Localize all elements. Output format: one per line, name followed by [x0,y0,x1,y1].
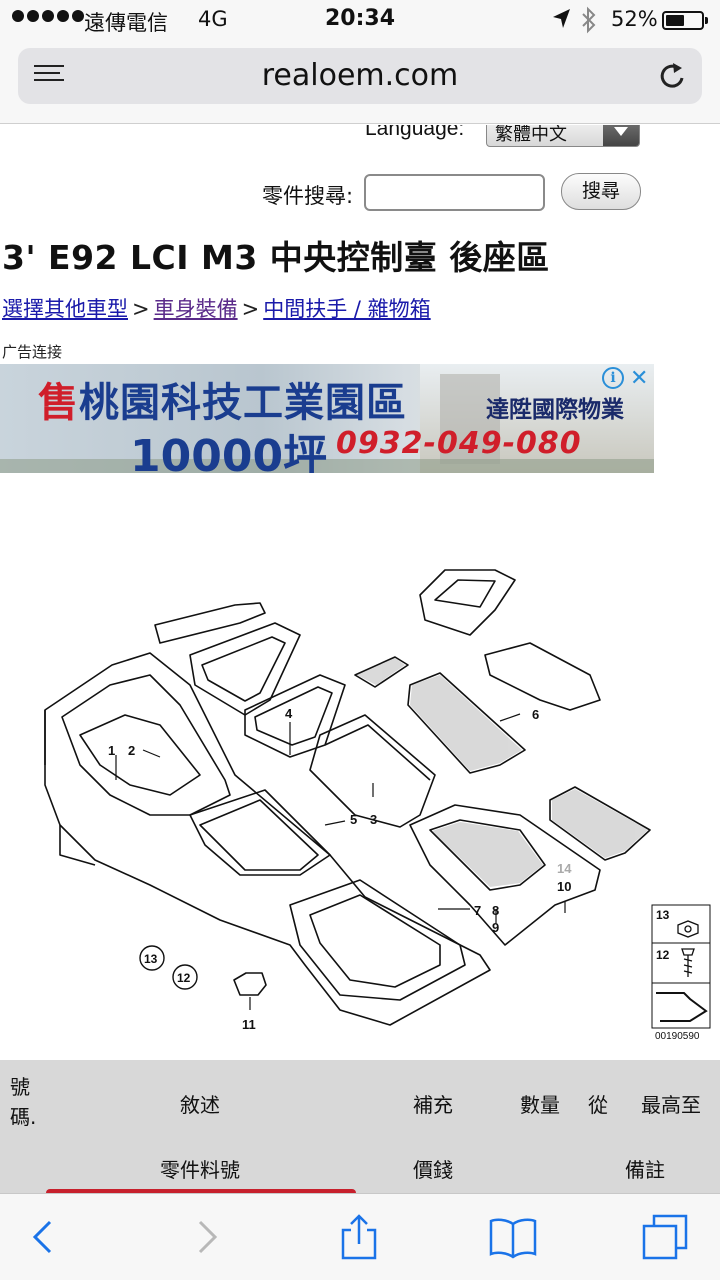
search-button[interactable]: 搜尋 [561,173,641,210]
parts-table-header: 號 碼. 敘述 補充 數量 從 最高至 零件料號 價錢 備註 [0,1060,720,1193]
bookmarks-icon[interactable] [488,1212,538,1262]
bluetooth-icon [582,6,596,34]
location-arrow-icon [553,9,570,28]
address-bar[interactable]: realoem.com [18,48,702,104]
part-label-13[interactable]: 13 [144,952,158,966]
ad-company: 達陞國際物業 [486,397,624,423]
browser-toolbar [0,1193,720,1280]
share-icon[interactable] [334,1212,384,1262]
header-description: 敘述 [180,1093,220,1117]
tabs-icon[interactable] [640,1212,690,1262]
ad-banner[interactable]: 售桃園科技工業園區 10000坪 達陞國際物業 0932-049-080 i ✕ [0,364,654,473]
reader-menu-icon[interactable] [34,65,64,87]
part-label-9[interactable]: 9 [492,920,499,935]
part-label-4[interactable]: 4 [285,706,293,721]
breadcrumb-armrest-storage[interactable]: 中間扶手 / 雜物箱 [263,297,431,321]
language-selected-value: 繁體中文 [495,125,567,145]
part-label-1[interactable]: 1 [108,743,115,758]
part-search-input[interactable] [364,174,545,211]
part-label-10[interactable]: 10 [557,879,571,894]
reload-icon[interactable] [658,60,688,92]
part-label-2[interactable]: 2 [128,743,135,758]
parts-diagram[interactable]: 1 2 3 4 5 6 7 8 9 10 11 14 13 12 13 [0,525,720,1055]
legend-number-13: 13 [656,908,670,922]
forward-icon[interactable] [180,1212,230,1262]
diagram-code: 00190590 [655,1031,700,1042]
part-search-label: 零件搜尋: [262,184,354,208]
ad-info-icon[interactable]: i [602,367,624,389]
breadcrumb: 選擇其他車型>車身裝備>中間扶手 / 雜物箱 [2,293,431,323]
part-label-7[interactable]: 7 [474,903,481,918]
web-page: Language: 繁體中文 零件搜尋: 搜尋 3' E92 LCI M3 中央… [0,125,720,1193]
breadcrumb-separator: > [132,297,150,321]
part-label-11[interactable]: 11 [242,1017,256,1032]
breadcrumb-body-equipment[interactable]: 車身裝備 [153,297,238,321]
header-from: 從 [588,1093,608,1117]
header-supplement: 補充 [413,1093,453,1117]
url-domain[interactable]: realoem.com [261,58,459,93]
carrier-name: 遠傳電信 [84,11,168,35]
browser-address-area: realoem.com [0,40,720,124]
header-price: 價錢 [413,1158,453,1182]
language-select[interactable]: 繁體中文 [486,125,640,147]
chevron-down-icon [603,125,639,146]
page-title: 3' E92 LCI M3 中央控制臺 後座區 [2,238,550,277]
part-label-6[interactable]: 6 [532,707,539,722]
back-icon[interactable] [20,1212,70,1262]
clock: 20:34 [324,6,396,31]
part-label-12[interactable]: 12 [177,971,191,985]
red-button[interactable] [46,1189,356,1193]
ad-ground-image [0,459,654,473]
header-part-number: 零件料號 [160,1158,240,1182]
part-label-3[interactable]: 3 [370,812,377,827]
ad-label: 广告连接 [2,343,63,361]
legend-number-12: 12 [656,948,670,962]
status-bar: 遠傳電信 4G 20:34 52% [0,0,720,40]
battery-icon [662,11,708,30]
breadcrumb-other-models[interactable]: 選擇其他車型 [2,297,128,321]
header-highest-to: 最高至 [641,1093,701,1117]
signal-strength-icon [12,10,84,22]
part-label-5[interactable]: 5 [350,812,357,827]
part-label-8[interactable]: 8 [492,903,499,918]
ad-phone: 0932-049-080 [336,426,582,461]
breadcrumb-separator: > [241,297,260,321]
header-number: 號 碼. [10,1075,37,1129]
part-label-14[interactable]: 14 [557,861,572,876]
ad-building-image [440,374,500,464]
language-label: Language: [365,125,465,140]
header-quantity: 數量 [520,1093,560,1117]
ad-close-icon[interactable]: ✕ [630,366,649,391]
ad-headline: 售桃園科技工業園區 [38,380,407,426]
battery-percent: 52% [611,7,658,31]
header-notes: 備註 [625,1158,665,1182]
network-type: 4G [198,7,228,31]
ad-area: 10000坪 [130,431,328,473]
